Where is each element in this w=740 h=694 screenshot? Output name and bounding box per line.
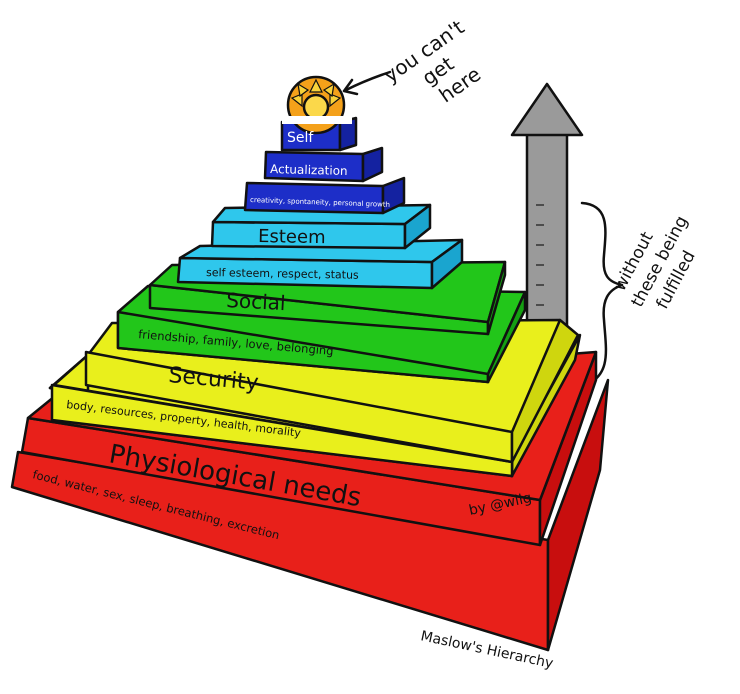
label-social: Social	[226, 288, 286, 315]
annotation-cant-get-here: you can't get here	[379, 15, 485, 108]
label-esteem: Esteem	[258, 226, 326, 248]
sun-icon	[282, 75, 352, 135]
tier-esteem	[176, 203, 464, 290]
curly-brace-icon	[580, 201, 624, 388]
annotation-pointer-arrow	[342, 70, 392, 96]
label-actualization: Actualization	[270, 162, 348, 178]
label-self: Self	[287, 130, 314, 146]
annotation-without-fulfilled: without these being fulfilled	[610, 213, 700, 313]
label-esteem-desc: self esteem, respect, status	[206, 266, 359, 282]
